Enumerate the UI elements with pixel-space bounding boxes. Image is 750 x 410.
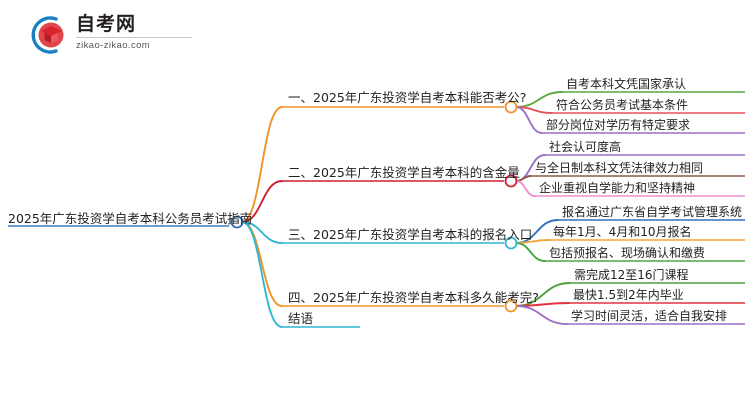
connector-line — [515, 106, 543, 134]
leaf-label-4-2[interactable]: 最快1.5到2年内毕业 — [573, 288, 684, 302]
connector-line — [241, 221, 283, 328]
logo-url-text: zikao-zikao.com — [76, 40, 151, 51]
connector-line — [241, 180, 283, 223]
leaf-label-1-3[interactable]: 部分岗位对学历有特定要求 — [546, 118, 691, 132]
leaf-label-3-2[interactable]: 每年1月、4月和10月报名 — [553, 225, 692, 239]
mindmap-node-dot[interactable] — [504, 299, 518, 313]
leaf-label-2-2[interactable]: 与全日制本科文凭法律效力相同 — [535, 161, 704, 175]
connector-line — [515, 242, 546, 262]
branch-label-5[interactable]: 结语 — [288, 311, 314, 326]
connector-line — [515, 180, 536, 197]
branch-label-3[interactable]: 三、2025年广东投资学自考本科的报名入口 — [288, 227, 533, 242]
logo-name-text: 自考网 — [76, 13, 137, 35]
branch-label-1[interactable]: 一、2025年广东投资学自考本科能否考公? — [288, 90, 527, 105]
leaf-label-3-1[interactable]: 报名通过广东省自学考试管理系统 — [562, 205, 743, 219]
mindmap-node-dot[interactable] — [504, 236, 518, 250]
branch-label-4[interactable]: 四、2025年广东投资学自考本科多久能考完? — [288, 290, 539, 305]
connector-line — [241, 106, 283, 223]
leaf-label-2-3[interactable]: 企业重视自学能力和坚持精神 — [539, 181, 696, 195]
connector-line — [515, 305, 568, 325]
site-logo: 自考网 zikao-zikao.com — [26, 12, 226, 58]
leaf-label-2-1[interactable]: 社会认可度高 — [549, 140, 622, 154]
branch-label-2[interactable]: 二、2025年广东投资学自考本科的含金量 — [288, 165, 520, 180]
leaf-label-4-1[interactable]: 需完成12至16门课程 — [574, 268, 689, 282]
connector-line — [241, 221, 283, 307]
mindmap-node-dot[interactable] — [504, 100, 518, 114]
logo-divider — [76, 37, 192, 38]
mindmap-node-dot[interactable] — [504, 174, 518, 188]
leaf-label-3-3[interactable]: 包括预报名、现场确认和缴费 — [549, 246, 706, 260]
graduation-book-icon — [31, 16, 64, 54]
root-node-label[interactable]: 2025年广东投资学自考本科公务员考试指南 — [8, 211, 253, 226]
leaf-label-4-3[interactable]: 学习时间灵活，适合自我安排 — [571, 309, 728, 323]
leaf-label-1-2[interactable]: 符合公务员考试基本条件 — [556, 98, 689, 112]
leaf-label-1-1[interactable]: 自考本科文凭国家承认 — [566, 77, 687, 91]
mindmap-node-dot[interactable] — [230, 215, 244, 229]
